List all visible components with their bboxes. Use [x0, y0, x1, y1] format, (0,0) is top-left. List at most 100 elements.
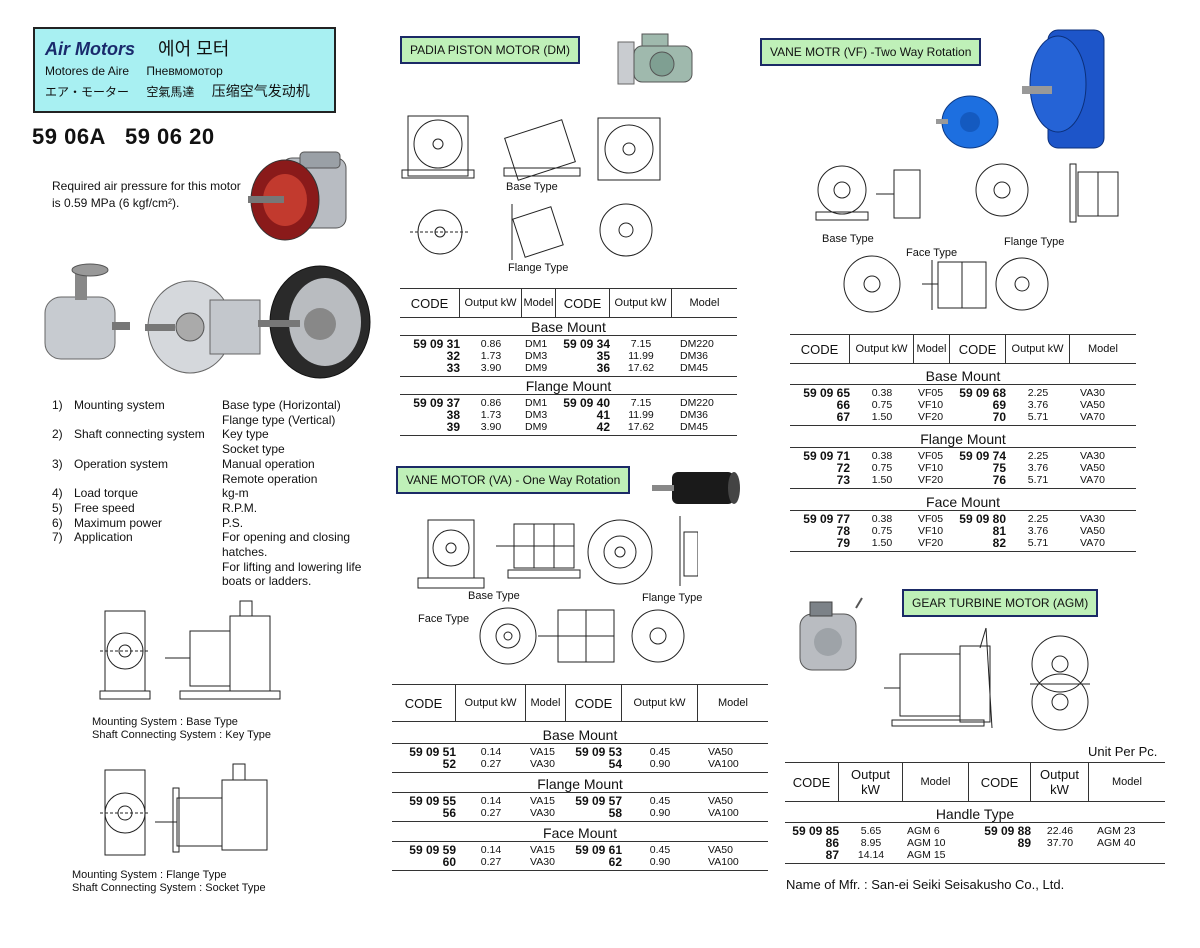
- model: DM220: [680, 397, 714, 409]
- spec-num: 2): [52, 427, 63, 442]
- spec-value: kg-m: [222, 486, 249, 501]
- code: 56: [442, 806, 456, 820]
- code: 72: [836, 461, 850, 475]
- code-heading: 59 06A 59 06 20: [32, 124, 215, 149]
- spec-value: Base type (Horizontal): [222, 398, 341, 412]
- col-code: CODE: [969, 763, 1031, 801]
- model: VF20: [918, 537, 944, 549]
- model: VA30: [1080, 513, 1105, 525]
- spec-row: Flange type (Vertical): [52, 413, 382, 428]
- model: DM3: [525, 409, 548, 421]
- kw: 0.45: [649, 795, 671, 807]
- spec-label: Load torque: [74, 486, 139, 501]
- title-ja: エア・モーター: [45, 85, 130, 99]
- spec-label: [74, 413, 222, 428]
- va-flange-type: Flange Type: [642, 592, 703, 604]
- model: VA50: [1080, 399, 1105, 411]
- spec-label: Operation system: [74, 456, 169, 471]
- col-model: Model: [914, 335, 950, 363]
- model: DM1: [525, 338, 548, 350]
- code: 59 09 31: [413, 337, 460, 351]
- kw: 1.73: [480, 350, 502, 362]
- kw: 1.50: [871, 537, 893, 549]
- dm-flange-mount: Flange Mount: [400, 377, 737, 395]
- agm-table: CODE Output kW Model CODE Output kW Mode…: [785, 762, 1165, 864]
- base-caption-b: Shaft Connecting System : Key Type: [92, 728, 271, 741]
- col-model: Model: [522, 289, 556, 317]
- dm-base-mount: Base Mount: [400, 318, 737, 336]
- kw: 2.25: [1027, 513, 1049, 525]
- kw: 5.71: [1027, 411, 1049, 423]
- spec-row: For lifting and lowering life: [52, 560, 382, 575]
- model: VF20: [918, 411, 944, 423]
- kw: 17.62: [627, 362, 655, 374]
- spec-label: [74, 574, 222, 589]
- code: 86: [825, 836, 839, 850]
- kw: 0.38: [871, 387, 893, 399]
- model: VA50: [1080, 525, 1105, 537]
- spec-label: Maximum power: [74, 515, 163, 530]
- vf-photo-large: [1022, 29, 1105, 149]
- code: 66: [836, 398, 850, 412]
- motor-photo-2: [145, 280, 261, 374]
- code: 67: [836, 410, 850, 424]
- kw: 37.70: [1046, 837, 1074, 849]
- model: VA50: [1080, 462, 1105, 474]
- title-line-3: エア・モーター 空氣馬達 压缩空气发动机: [45, 81, 324, 101]
- model: DM3: [525, 350, 548, 362]
- model: DM9: [525, 421, 548, 433]
- spec-row: hatches.: [52, 545, 382, 560]
- dm-drawings: [401, 115, 661, 260]
- agm-handle-type: Handle Type: [785, 805, 1165, 823]
- code: 59 09 59: [409, 843, 456, 857]
- spec-num: [52, 545, 74, 560]
- code: 59 09 74: [959, 449, 1006, 463]
- kw: 7.15: [630, 338, 652, 350]
- kw: 3.76: [1027, 399, 1049, 411]
- model: VA70: [1080, 411, 1105, 423]
- base-caption-a: Mounting System : Base Type: [92, 716, 238, 728]
- col-model: Model: [689, 297, 720, 309]
- code: 87: [825, 848, 839, 862]
- vf-table-header: CODE Output kW Model CODE Output kW Mode…: [790, 334, 1136, 364]
- manufacturer: Name of Mfr. : San-ei Seiki Seisakusho C…: [786, 877, 1065, 892]
- model: DM36: [680, 409, 709, 421]
- model: VA100: [708, 807, 739, 819]
- vf-flange-mount: Flange Mount: [790, 430, 1136, 448]
- kw: 0.14: [480, 746, 502, 758]
- va-table: CODE Output kW Model CODE Output kW Mode…: [392, 684, 768, 871]
- kw: 0.27: [480, 856, 502, 868]
- code: 75: [992, 461, 1006, 475]
- col-output: Output kW: [456, 685, 526, 721]
- flange-type-drawing: [100, 763, 268, 856]
- dm-flange-type: Flange Type: [508, 262, 569, 274]
- dm-base-type: Base Type: [506, 181, 558, 193]
- code: 59 09 88: [984, 824, 1031, 838]
- agm-photo: [799, 597, 863, 671]
- model: DM9: [525, 362, 548, 374]
- kw: 0.14: [480, 795, 502, 807]
- col-model: Model: [526, 685, 566, 721]
- kw: 2.25: [1027, 450, 1049, 462]
- spec-label: [74, 442, 222, 457]
- code: 58: [608, 806, 622, 820]
